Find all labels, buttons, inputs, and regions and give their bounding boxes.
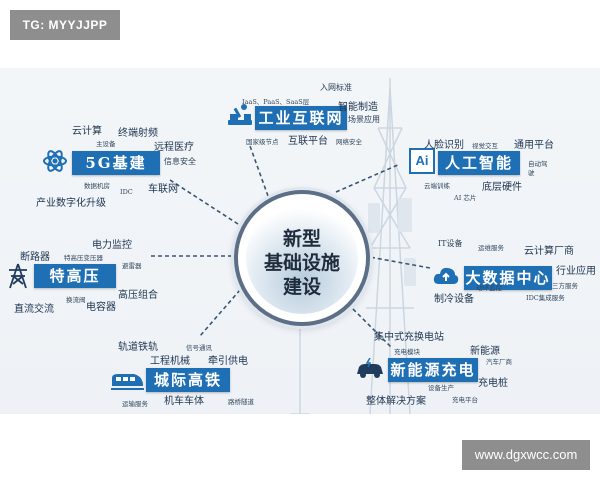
kw-automaker: 汽车厂商 [486,358,512,366]
kw-idc: IDC [120,188,133,196]
center-circle: 新型 基础设施 建设 [234,190,370,326]
kw-track-rails: 轨道铁轨 [118,342,158,353]
kw-road-bridge-tunnel: 路桥隧道 [228,398,254,406]
kw-scene-application: 场景应用 [348,115,380,124]
kw-iaas-paas-saas: IaaS、PaaS、SaaS层 [242,98,310,106]
kw-access-standard: 入网标准 [320,83,352,92]
kw-face-recognition: 人脸识别 [424,140,464,151]
center-title-line1: 新型 [282,228,321,250]
kw-industry-digital-upgrade: 产业数字化升级 [36,198,106,209]
kw-circuit-breaker: 断路器 [20,252,50,263]
category-big-data-center: 大数据中心 [464,266,552,290]
kw-power-monitoring: 电力监控 [92,240,132,251]
kw-construction-machinery: 工程机械 [150,356,190,367]
robot-arm-icon [228,104,252,125]
kw-charging-module: 充电模块 [394,348,420,356]
kw-terminal-rf: 终端射频 [118,128,158,139]
cloud-upload-icon [433,267,459,284]
category-ultra-high-voltage: 特高压 [34,264,116,288]
kw-main-equipment: 主设备 [96,140,116,148]
kw-charging-pile: 充电桩 [478,378,508,389]
kw-uhv-transformer: 特高压变压器 [64,254,103,262]
atom-icon [43,150,67,172]
kw-internet-of-vehicles: 车联网 [148,184,178,195]
kw-telemedicine: 远程医疗 [154,142,194,153]
kw-hv-combination: 高压组合 [118,290,158,301]
kw-dc-ac: 直流交流 [14,304,54,315]
kw-total-solution: 整体解决方案 [366,396,426,407]
kw-equipment-production: 设备生产 [428,384,454,392]
kw-transport-service: 运输服务 [122,400,148,408]
kw-capacitor: 电容器 [86,302,116,313]
kw-third-party-service: 三方服务 [552,282,578,290]
watermark-bottom: www.dgxwcc.com [462,440,590,470]
kw-idc-integration: IDC集成服务 [526,294,565,302]
kw-ai-chip: AI 芯片 [454,194,477,202]
category-new-energy-charging: 新能源充电 [388,358,478,382]
kw-national-node: 国家级节点 [246,138,279,146]
center-title-line3: 建设 [282,276,321,298]
kw-smart-manufacturing: 智能制造 [338,102,378,113]
kw-new-energy: 新能源 [470,346,500,357]
category-industrial-internet: 工业互联网 [255,106,347,130]
watermark-top: TG: MYYJJPP [10,10,120,40]
kw-traction-power: 牵引供电 [208,356,248,367]
category-5g-infrastructure: 5G基建 [72,151,160,175]
kw-signal-comms: 信号通讯 [186,344,212,352]
kw-interconnect-platform: 互联平台 [288,136,328,147]
kw-cloud-training: 云端训练 [424,182,450,190]
kw-autonomous-driving: 自动驾驶 [528,160,548,177]
kw-general-platform: 通用平台 [514,140,554,151]
category-artificial-intelligence: 人工智能 [438,151,520,175]
kw-locomotive-body: 机车车体 [164,396,204,407]
kw-data-room: 数据机房 [84,182,110,190]
kw-environment-monitoring: 动环监控 [476,284,502,292]
center-title-line2: 基础设施 [263,252,340,274]
kw-cooling-equipment: 制冷设备 [434,294,474,305]
kw-centralized-swap-station: 集中式充换电站 [374,332,444,343]
kw-lightning-arrester: 避雷器 [122,262,142,270]
infrastructure-diagram: 新型 基础设施 建设 工业互联网 入网标准 IaaS、PaaS、SaaS层 智能… [0,68,600,414]
kw-charging-platform: 充电平台 [452,396,478,404]
power-pylon-icon [9,263,27,289]
kw-underlying-hardware: 底层硬件 [482,182,522,193]
kw-cloud-computing: 云计算 [72,126,102,137]
high-speed-train-icon [111,374,144,390]
kw-ops-service: 运维服务 [478,244,504,252]
kw-cloud-vendor: 云计算厂商 [524,246,574,257]
connector-lines [150,145,431,349]
kw-network-security: 网络安全 [336,138,362,146]
electric-car-charging-icon [357,358,383,378]
kw-it-equipment: IT设备 [438,239,463,248]
kw-info-security: 信息安全 [164,157,196,166]
center-circle-image [246,202,358,314]
kw-converter-valve: 换流阀 [66,296,86,304]
kw-industry-application: 行业应用 [556,266,596,277]
ai-chip-icon: Ai [409,148,435,174]
category-intercity-rail: 城际高铁 [146,368,230,392]
kw-visual-interaction: 视觉交互 [472,142,498,150]
